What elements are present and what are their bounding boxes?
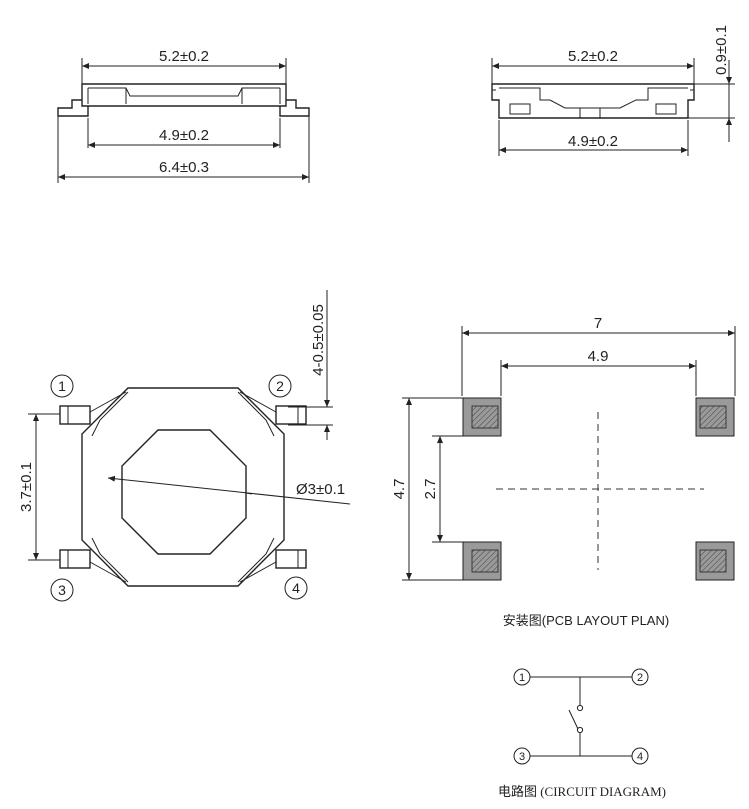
circuit-pin-1-label: 1 — [519, 672, 525, 684]
pin-width-dim: 4-0.5±0.05 — [310, 304, 327, 376]
pin-4-lead — [275, 549, 307, 569]
top-body-outline — [81, 387, 285, 587]
pad-bottom-left — [462, 541, 502, 581]
pin-4-label: 4 — [292, 580, 300, 596]
circuit-diagram: 1 2 3 4 电路图 (CIRCUIT DIAGRAM) — [498, 668, 666, 799]
pad-bottom-right — [695, 541, 735, 581]
pcb-layout: 7 4.9 4.7 2.7 — [391, 315, 736, 628]
side-top-width: 5.2±0.2 — [568, 48, 618, 65]
pad-top-left — [462, 397, 502, 437]
front-total-width: 6.4±0.3 — [159, 159, 209, 176]
pin-1-circle — [50, 374, 74, 398]
top-view: 4-0.5±0.05 3.7±0.1 Ø3±0.1 1 2 3 — [18, 290, 351, 602]
pin-2-label: 2 — [276, 378, 284, 394]
pin-4-circle — [284, 576, 308, 600]
pcb-outer-height: 4.7 — [391, 479, 408, 500]
circuit-pin-3-label: 3 — [519, 751, 525, 763]
pin-3-circle — [50, 578, 74, 602]
pin-1-lead — [59, 405, 91, 425]
side-body-outline — [491, 83, 695, 119]
pcb-inner-width: 4.9 — [588, 348, 609, 365]
diameter-dim: Ø3±0.1 — [296, 481, 345, 498]
side-bottom-width: 4.9±0.2 — [568, 133, 618, 150]
front-view: 5.2±0.2 4.9±0.2 6.4±0.3 — [57, 48, 310, 183]
pin-1-label: 1 — [58, 378, 66, 394]
side-height: 0.9±0.1 — [713, 25, 730, 75]
button-octagon — [121, 429, 247, 555]
switch-contact — [568, 709, 579, 730]
front-top-width: 5.2±0.2 — [159, 48, 209, 65]
front-body-outline — [81, 83, 287, 107]
pin-2-lead — [275, 405, 307, 425]
front-inner-width: 4.9±0.2 — [159, 127, 209, 144]
circuit-pin-2-circle — [631, 668, 649, 686]
pin-2-circle — [268, 374, 292, 398]
circuit-pin-2-label: 2 — [637, 672, 643, 684]
front-left-leg — [57, 99, 89, 117]
pcb-outer-width: 7 — [594, 315, 602, 332]
pin-3-lead — [59, 549, 91, 569]
pin-pitch-dim: 3.7±0.1 — [18, 462, 35, 512]
side-view: 5.2±0.2 4.9±0.2 0.9±0.1 — [491, 25, 735, 156]
circuit-pin-1-circle — [513, 668, 531, 686]
circuit-pin-4-label: 4 — [637, 751, 643, 763]
pcb-inner-height: 2.7 — [422, 479, 439, 500]
circuit-pin-3-circle — [513, 747, 531, 765]
circuit-pin-4-circle — [631, 747, 649, 765]
circuit-caption: 电路图 (CIRCUIT DIAGRAM) — [498, 784, 666, 799]
pin-3-label: 3 — [58, 582, 66, 598]
pcb-caption: 安装图(PCB LAYOUT PLAN) — [503, 613, 669, 628]
pad-top-right — [695, 397, 735, 437]
front-right-leg — [279, 99, 310, 117]
